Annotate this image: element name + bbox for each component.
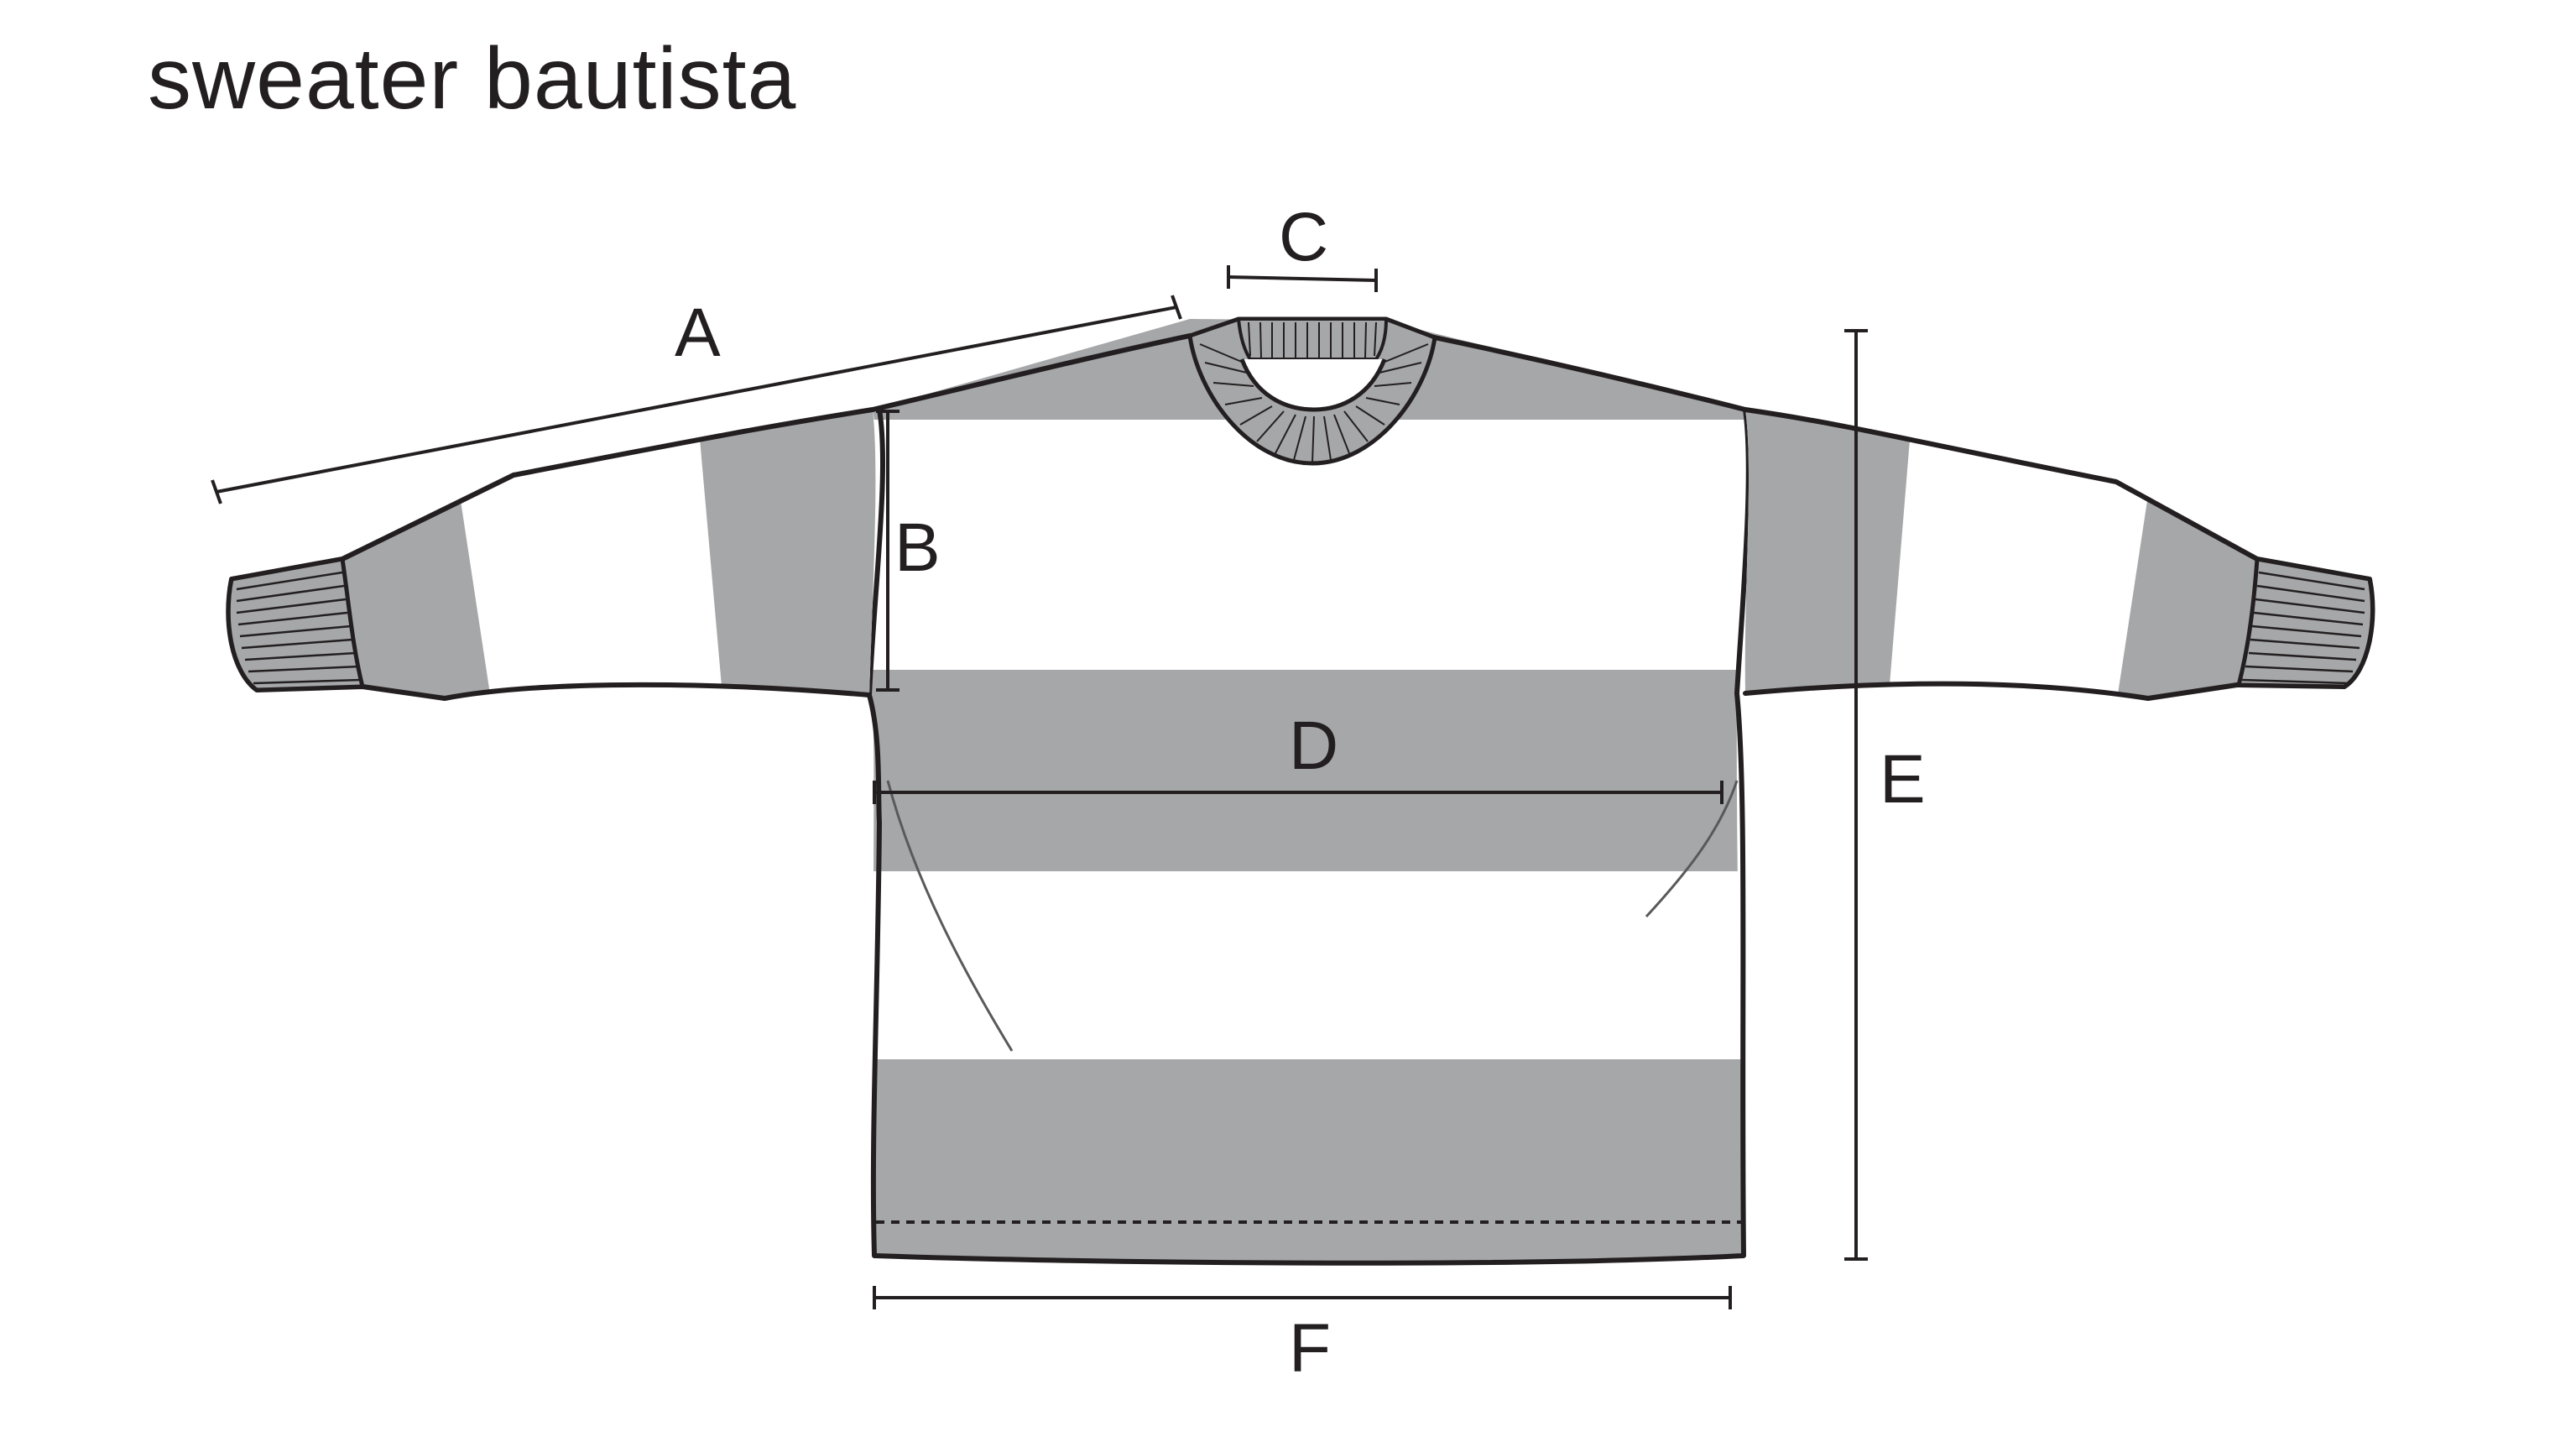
dimension-b-label: B — [894, 509, 941, 586]
page-title: sweater bautista — [148, 30, 797, 128]
dimension-c-label: C — [1279, 199, 1328, 275]
dimension-a-line — [216, 306, 1177, 494]
stripe-hem — [869, 1059, 1745, 1263]
stripe-chest — [869, 670, 1745, 871]
left-cuff-fill — [226, 557, 366, 692]
left-sleeve-stripe-upper — [698, 410, 876, 698]
side-fold-left — [886, 780, 1014, 1052]
dimension-d: D — [873, 708, 1723, 804]
shoulder-line-left — [870, 333, 1192, 412]
dimension-d-label: D — [1289, 708, 1338, 784]
right-sleeve-stripe-upper — [1744, 410, 1911, 698]
body-stripes — [869, 319, 1745, 1263]
dimension-a-tick-right — [1171, 295, 1182, 320]
neck-ribbing — [1199, 321, 1429, 464]
dimension-b: B — [876, 410, 941, 692]
left-cuff — [226, 557, 366, 692]
left-cuff-ribbing — [236, 571, 362, 685]
dimension-a: A — [211, 295, 1182, 504]
shoulder-line-right — [1424, 333, 1748, 412]
side-fold-right — [1645, 780, 1739, 918]
dimension-e-label: E — [1880, 741, 1926, 818]
dimension-c: C — [1227, 199, 1378, 292]
dimension-f: F — [873, 1286, 1732, 1387]
dimension-c-line — [1228, 275, 1377, 282]
dimension-a-label: A — [675, 295, 721, 371]
dimension-a-tick-left — [211, 479, 222, 504]
neck-rib — [1187, 316, 1437, 466]
body-outline — [867, 407, 1751, 1266]
dimension-e: E — [1844, 329, 1926, 1261]
dimension-f-label: F — [1289, 1310, 1331, 1387]
right-cuff — [2235, 557, 2375, 689]
right-cuff-ribbing — [2241, 571, 2365, 685]
neck-inner-curve — [1239, 358, 1387, 412]
